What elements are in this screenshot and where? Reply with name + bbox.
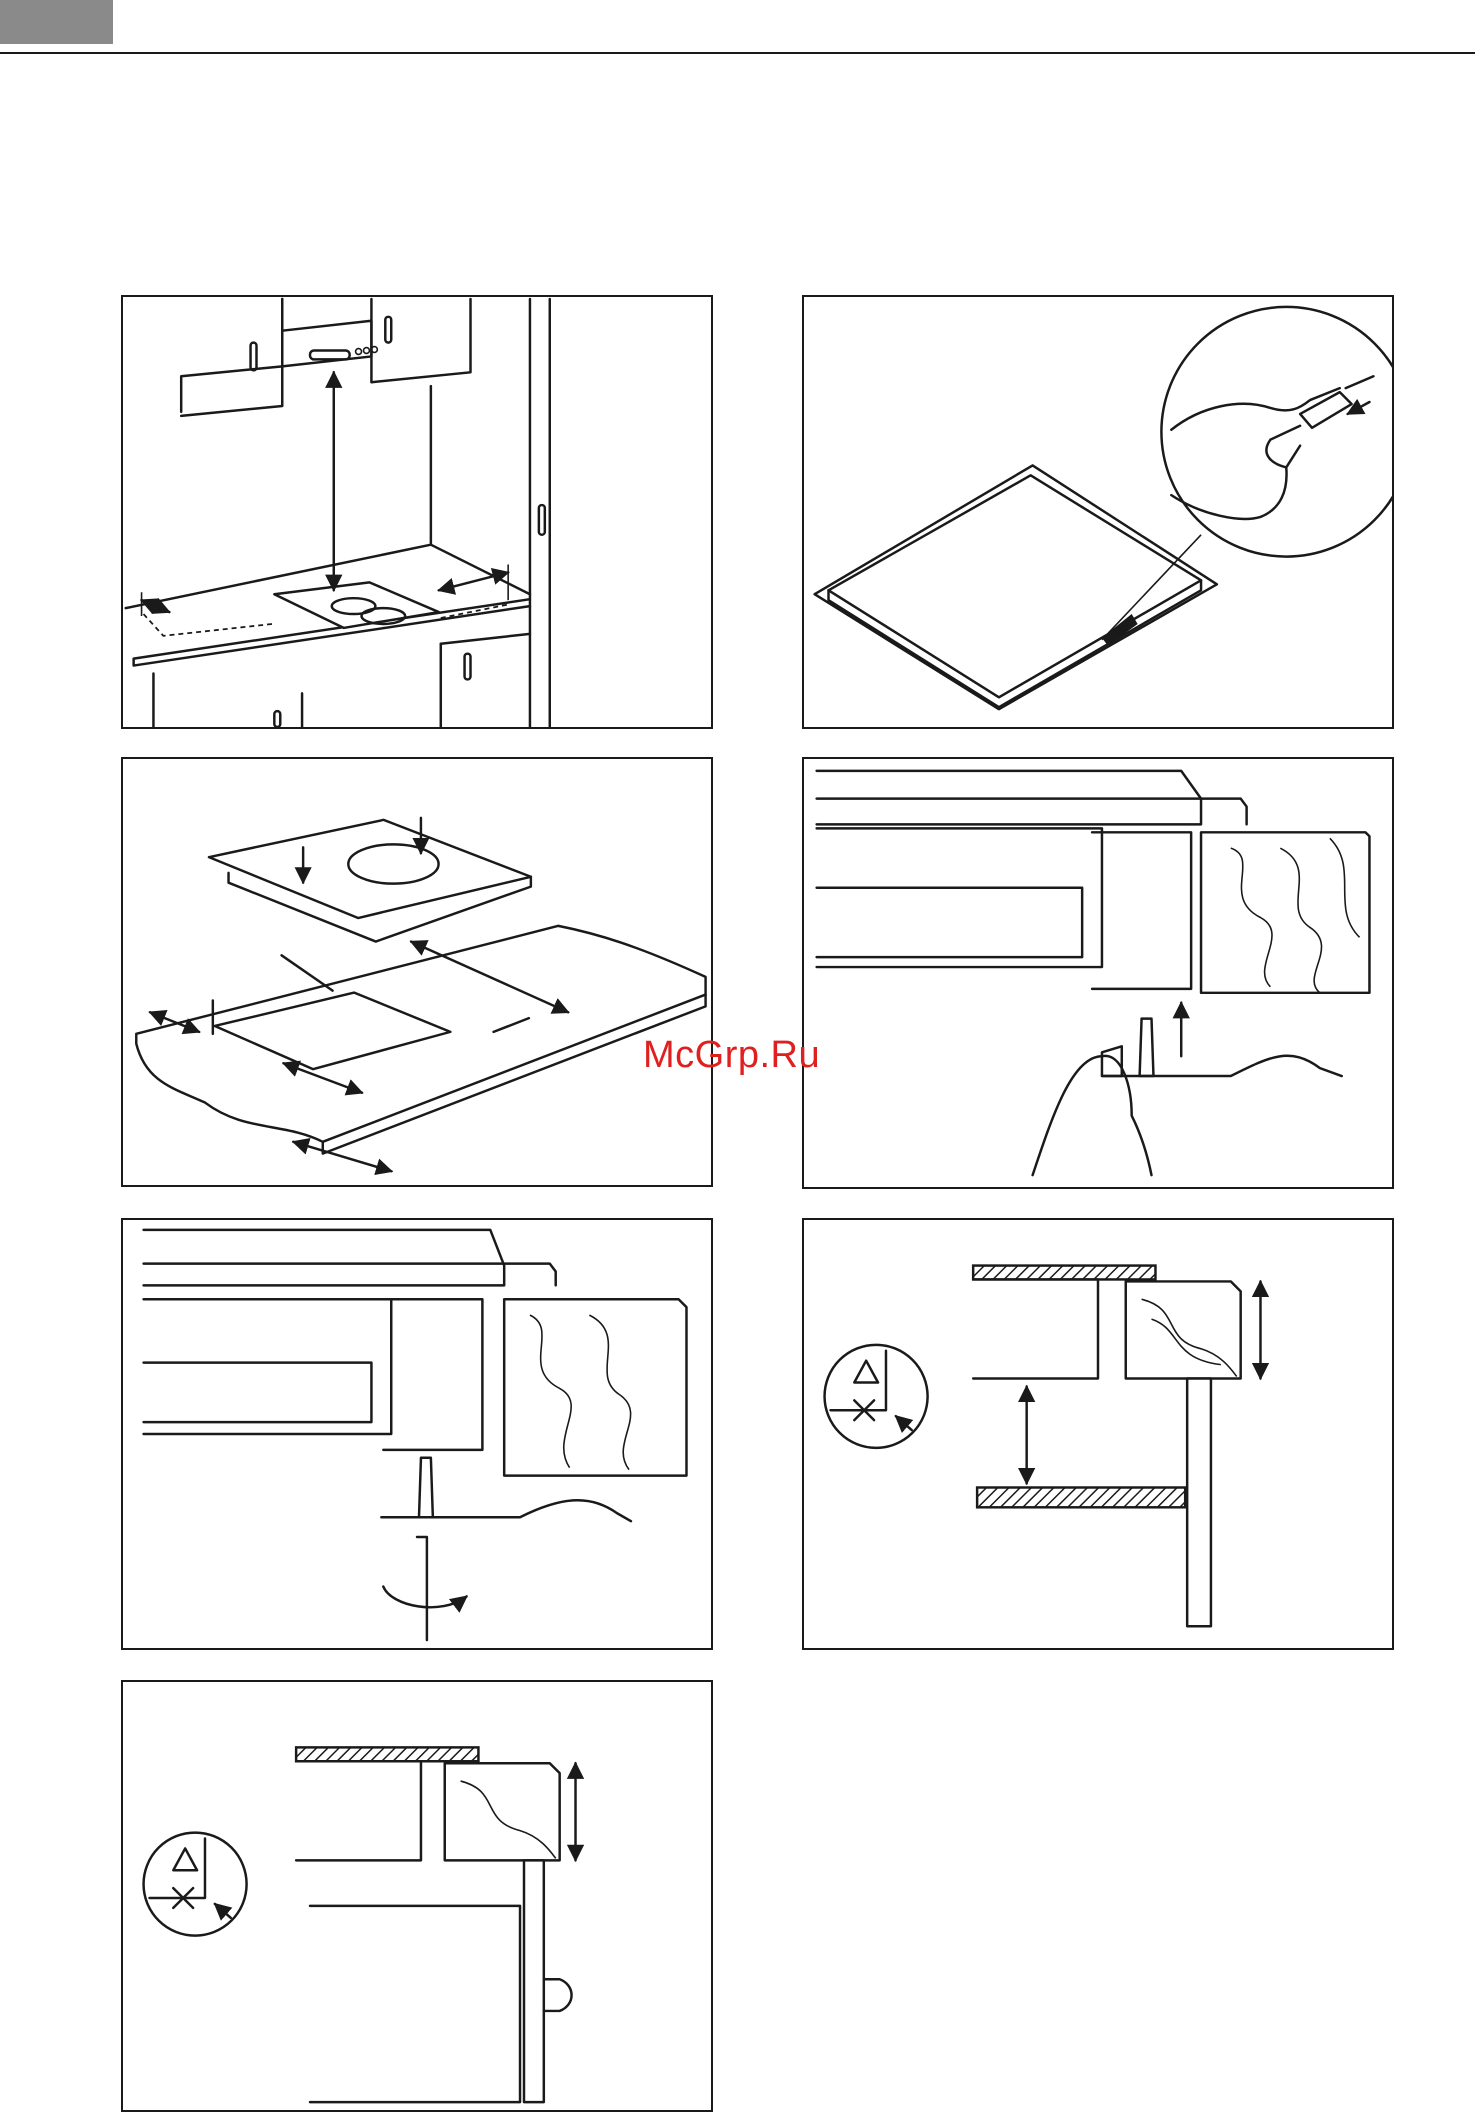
sealing-strip-figure (802, 295, 1394, 729)
watermark: McGrp.Ru (643, 1034, 820, 1077)
tighten-bracket-figure (121, 1218, 713, 1650)
bracket-screw-figure (802, 757, 1394, 1189)
cooker-hood-clearance-figure (121, 295, 713, 729)
cabinet-clearance-figure (802, 1218, 1394, 1650)
worktop-cutout-figure (121, 757, 713, 1187)
header-accent-block (0, 0, 113, 44)
header-rule (0, 52, 1475, 54)
oven-clearance-figure (121, 1680, 713, 2112)
